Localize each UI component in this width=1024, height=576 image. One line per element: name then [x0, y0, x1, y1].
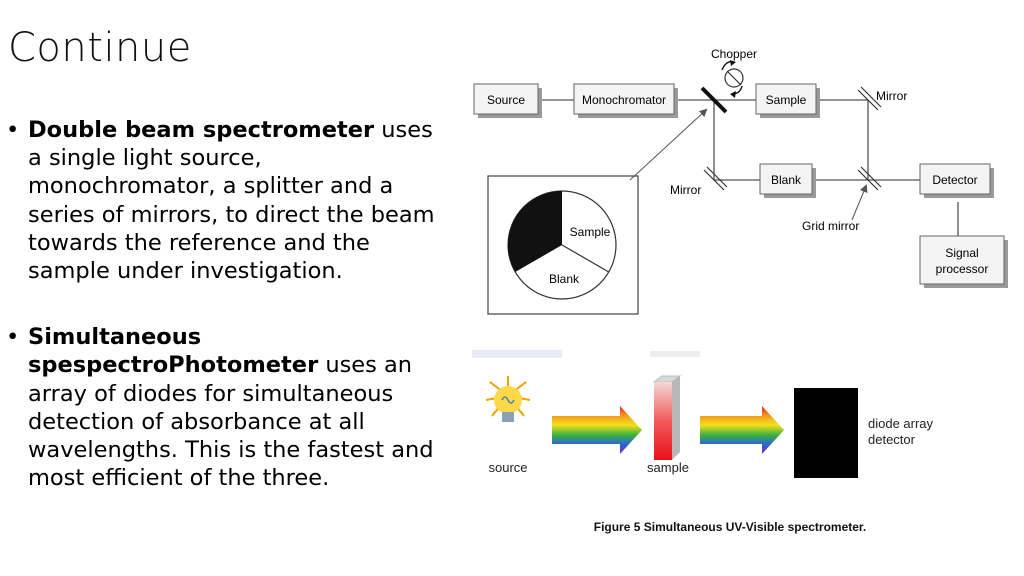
monochromator-label: Monochromator	[582, 93, 666, 107]
source-label: Source	[487, 93, 525, 107]
chopper-icon	[721, 60, 744, 98]
left-mirror	[703, 166, 728, 191]
signal-processor-label-2: processor	[936, 262, 989, 276]
source-caption: source	[488, 460, 527, 475]
bullet-term: Simultaneous spespectroPhotometer	[28, 324, 319, 379]
detector-caption-1: diode array	[868, 416, 934, 431]
signal-processor-box: Signal processor	[919, 235, 1008, 288]
bullet-term: Double beam spectrometer	[28, 117, 375, 143]
detector-label: Detector	[932, 173, 977, 187]
grid-mirror-pointer	[851, 184, 868, 221]
grid-mirror-label: Grid mirror	[802, 219, 859, 233]
chopper-label: Chopper	[711, 47, 757, 61]
bullet-simultaneous: • Simultaneous spespectroPhotometer uses…	[6, 323, 446, 492]
double-beam-diagram: Source Monochromator Sample Blank Detect…	[473, 47, 1008, 315]
mirror-left-label: Mirror	[670, 183, 701, 197]
light-beam-arrow-1	[552, 406, 642, 454]
light-beam-arrow-2	[700, 406, 784, 454]
detector-caption-2: detector	[868, 432, 916, 447]
mirror-top-label: Mirror	[876, 89, 907, 103]
grid-mirror	[857, 166, 882, 191]
chopper-wheel-inset: Sample Blank	[487, 108, 708, 315]
bullet-dot: •	[6, 117, 20, 143]
bullet-list: • Double beam spectrometer uses a single…	[6, 116, 446, 492]
figure-caption: Figure 5 Simultaneous UV-Visible spectro…	[594, 520, 867, 534]
beam-lines	[540, 99, 959, 236]
blank-box: Blank	[759, 163, 816, 198]
slide-title: Continue	[8, 25, 192, 71]
wheel-black-segment	[507, 191, 562, 272]
light-source-icon	[485, 376, 531, 422]
sample-label: Sample	[766, 93, 807, 107]
top-right-mirror	[857, 86, 882, 111]
splitter-mirror	[700, 86, 728, 114]
wheel-sample-label: Sample	[570, 225, 611, 239]
monochromator-box: Monochromator	[573, 83, 678, 118]
blank-label: Blank	[771, 173, 802, 187]
simultaneous-diagram: source sample diode array detector Figur…	[472, 350, 934, 534]
wheel-blank-label: Blank	[549, 272, 580, 286]
sample-cuvette	[652, 375, 682, 460]
source-box: Source	[473, 83, 542, 118]
diode-array-detector	[794, 388, 858, 478]
sample-caption: sample	[647, 460, 689, 475]
bullet-double-beam: • Double beam spectrometer uses a single…	[6, 116, 446, 285]
signal-processor-label-1: Signal	[945, 246, 978, 260]
detector-box: Detector	[919, 163, 994, 198]
bullet-text: uses a single light source, monochromato…	[28, 117, 435, 285]
bullet-dot: •	[6, 324, 20, 351]
sample-box: Sample	[755, 83, 820, 118]
bullet-text: uses an array of diodes for simultaneous…	[28, 352, 434, 492]
